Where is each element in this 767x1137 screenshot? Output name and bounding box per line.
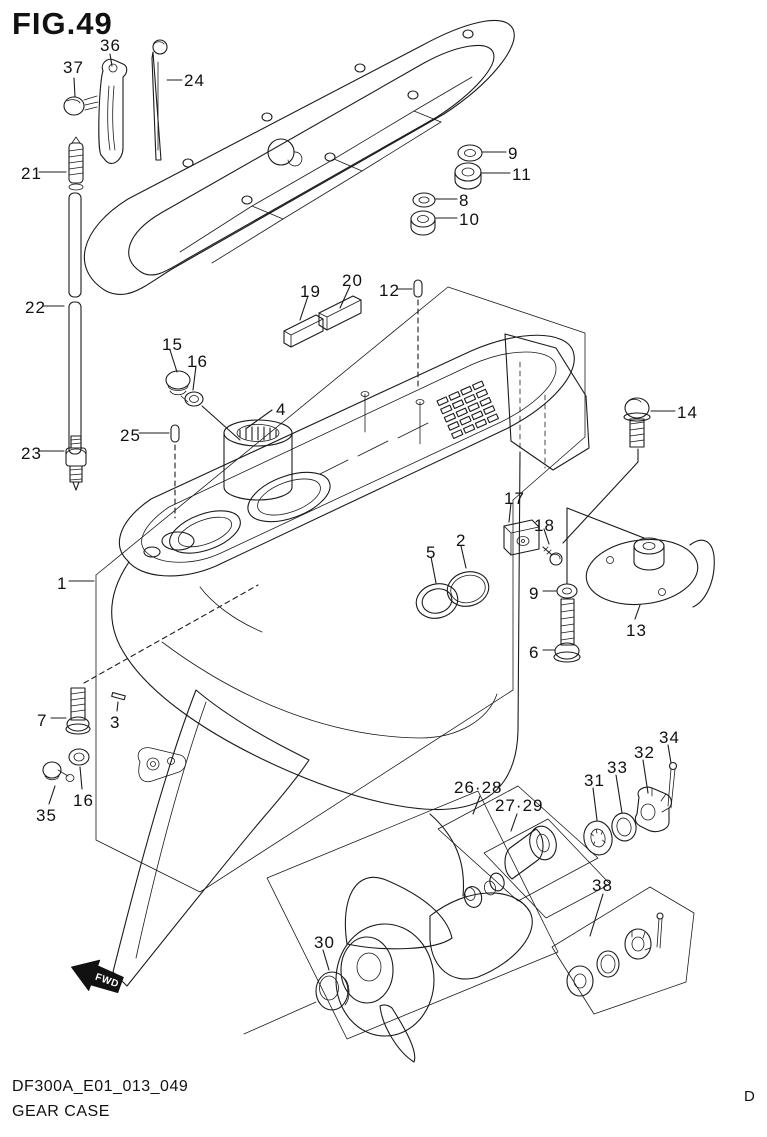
part-9b-washer xyxy=(556,583,578,599)
part-callout-21: 21 xyxy=(21,164,42,183)
part-25-pin xyxy=(170,424,180,443)
enclosure-box-gearcase xyxy=(95,286,586,893)
part-callout-23: 23 xyxy=(21,444,42,463)
part-callout-16: 16 xyxy=(73,791,94,810)
part-callout-8: 8 xyxy=(459,191,470,210)
part-callout-32: 32 xyxy=(634,743,655,762)
propeller-panel xyxy=(266,790,559,1040)
part-16b-washer xyxy=(68,748,90,766)
part-callout-36: 36 xyxy=(100,36,121,55)
propeller xyxy=(243,876,533,1063)
part-callout-27-29: 27·29 xyxy=(495,796,544,815)
part-callout-14: 14 xyxy=(677,403,698,422)
part-callout-11: 11 xyxy=(512,165,532,184)
hub-kit-panels xyxy=(437,785,611,919)
part-8-washer xyxy=(412,192,436,208)
part-callout-35: 35 xyxy=(36,806,57,825)
part-38-kit-box xyxy=(551,886,695,1015)
part-callout-9: 9 xyxy=(508,144,519,163)
part-5-seal-ring xyxy=(415,583,459,619)
part-callout-15: 15 xyxy=(162,335,183,354)
part-30-spacer xyxy=(315,971,350,1011)
part-24-rod xyxy=(151,39,168,161)
part-callout-26-28: 26·28 xyxy=(454,778,503,797)
part-callout-13: 13 xyxy=(626,621,647,640)
part-19-anode-plate xyxy=(283,314,324,348)
part-31-spline-washer xyxy=(583,820,613,856)
part-35-plug xyxy=(42,761,75,782)
fwd-arrow: FWD xyxy=(71,959,124,993)
part-callout-19: 19 xyxy=(300,282,321,301)
part-23-fitting xyxy=(65,435,87,491)
part-callout-5: 5 xyxy=(426,543,437,562)
gear-case-body xyxy=(111,333,590,897)
part-33-washer xyxy=(611,812,637,842)
part-callout-34: 34 xyxy=(659,728,680,747)
part-12-pin xyxy=(413,279,423,298)
footer-drawing-code: DF300A_E01_013_049 xyxy=(12,1078,189,1095)
part-16-washer xyxy=(184,391,204,407)
part-callout-6: 6 xyxy=(529,643,540,662)
part-callout-4: 4 xyxy=(276,400,287,419)
part-callout-3: 3 xyxy=(110,713,121,732)
part-22-shaft xyxy=(68,192,82,455)
part-32-castle-nut xyxy=(634,786,672,833)
part-callout-31: 31 xyxy=(584,771,605,790)
part-21-fitting xyxy=(68,136,84,191)
part-callout-33: 33 xyxy=(607,758,628,777)
part-callout-25: 25 xyxy=(120,426,141,445)
part-9-washer xyxy=(457,144,483,162)
part-callout-24: 24 xyxy=(184,71,205,90)
part-callout-9: 9 xyxy=(529,584,540,603)
part-callout-16: 16 xyxy=(187,352,208,371)
part-callout-37: 37 xyxy=(63,58,84,77)
part-3-pin xyxy=(111,691,126,701)
part-callout-22: 22 xyxy=(25,298,46,317)
part-14-bolt xyxy=(623,397,651,448)
part-20-anode-plate xyxy=(318,295,362,331)
part-6-bolt xyxy=(553,598,581,663)
part-17-block xyxy=(503,519,540,556)
part-callout-20: 20 xyxy=(342,271,363,290)
part-10-nut xyxy=(410,210,436,236)
footer-part-group-title: GEAR CASE xyxy=(12,1103,110,1120)
part-36-bracket xyxy=(98,58,128,165)
part-callout-30: 30 xyxy=(314,933,335,952)
fastener-37-bolt xyxy=(63,95,99,116)
part-18-screw xyxy=(542,546,563,566)
part-2-o-ring xyxy=(446,571,490,607)
part-15-plug xyxy=(165,370,191,403)
part-callout-38: 38 xyxy=(592,876,613,895)
part-callout-17: 17 xyxy=(504,489,525,508)
skeg xyxy=(112,689,310,987)
page-letter: D xyxy=(744,1088,755,1105)
part-34-cotter-pin xyxy=(667,761,678,809)
part-callout-2: 2 xyxy=(456,531,467,550)
figure-title: FIG.49 xyxy=(12,6,113,41)
gearcase-cover-top-view xyxy=(83,19,515,296)
part-7-bolt xyxy=(65,687,91,735)
part-callout-12: 12 xyxy=(379,281,400,300)
part-11-nut xyxy=(454,162,482,190)
part-callout-1: 1 xyxy=(57,574,68,593)
part-callout-7: 7 xyxy=(37,711,48,730)
hub-spacer-assembly xyxy=(463,825,557,908)
vent-grid xyxy=(436,380,499,440)
leader-lines xyxy=(38,53,676,971)
part-callout-10: 10 xyxy=(459,210,480,229)
trim-tab-anode xyxy=(585,537,715,608)
part-callout-18: 18 xyxy=(534,516,555,535)
